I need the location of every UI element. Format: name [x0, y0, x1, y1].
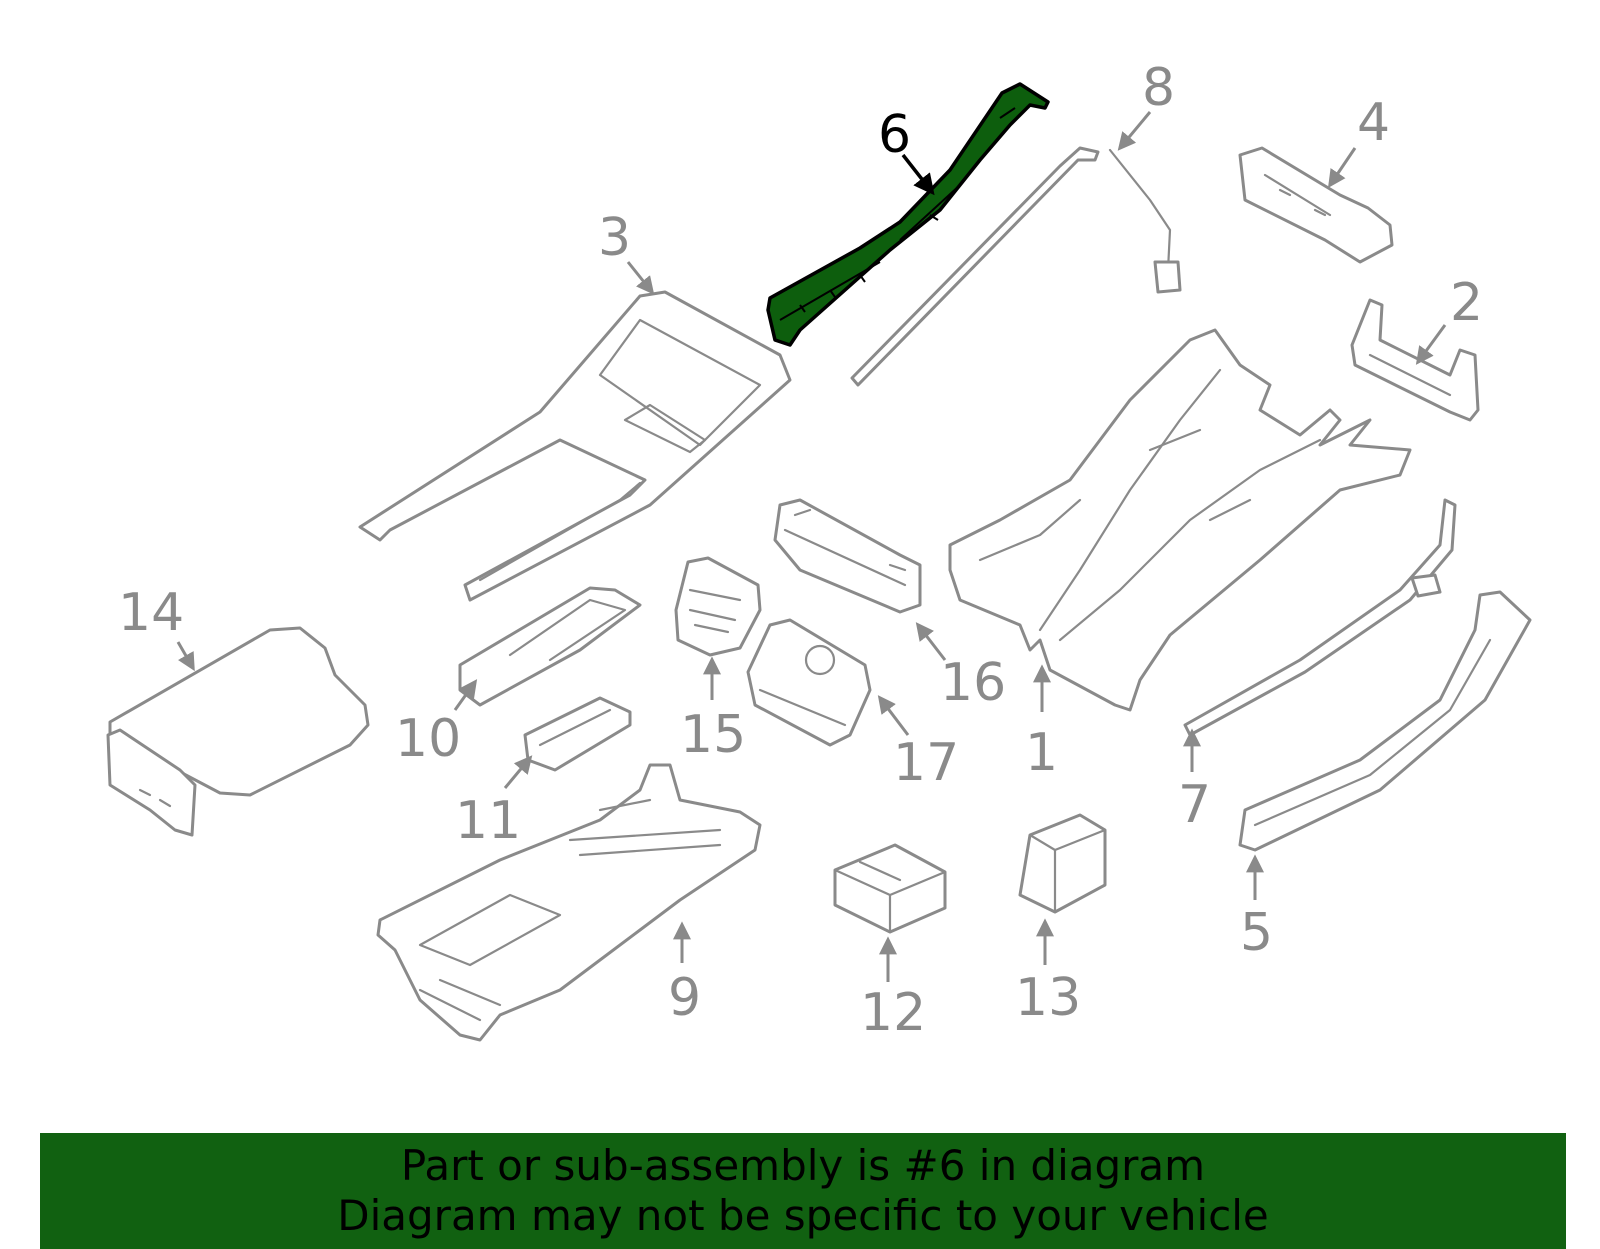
- callout-1: 1: [1025, 723, 1058, 783]
- banner-line-part: Part or sub-assembly is #6 in diagram: [400, 1141, 1206, 1190]
- part-9-storage-bin[interactable]: [376, 763, 762, 1042]
- part-10-tray-insert[interactable]: [458, 586, 642, 707]
- part-11-module[interactable]: [523, 696, 632, 772]
- part-17-control-module[interactable]: [746, 618, 872, 747]
- part-15-switch-panel[interactable]: [674, 556, 762, 657]
- callout-15: 15: [680, 705, 746, 765]
- leader-4: [1327, 147, 1357, 188]
- banner-line-disclaimer: Diagram may not be specific to your vehi…: [337, 1191, 1269, 1240]
- part-8-harness[interactable]: [850, 146, 1182, 387]
- part-3-console-trim[interactable]: [358, 290, 792, 602]
- parts-diagram: 6 3 8 4 2 14 10 11 15 16 17 1 7 5 9 12 1…: [106, 58, 1532, 1043]
- part-13-block-module[interactable]: [1018, 813, 1107, 914]
- callout-17: 17: [893, 733, 959, 793]
- part-6-trim-strip[interactable]: [766, 82, 1050, 347]
- callout-4: 4: [1357, 93, 1390, 153]
- callout-9: 9: [668, 968, 701, 1028]
- callout-16: 16: [940, 653, 1006, 713]
- part-5-side-rail[interactable]: [1238, 590, 1532, 852]
- callout-6: 6: [878, 105, 911, 165]
- part-7-trim-strip[interactable]: [1183, 498, 1457, 737]
- leader-10: [453, 679, 478, 711]
- callout-2: 2: [1450, 273, 1483, 333]
- part-2-bracket[interactable]: [1350, 298, 1480, 422]
- leader-11: [503, 755, 533, 789]
- callout-14: 14: [118, 583, 184, 643]
- callout-3: 3: [598, 208, 631, 268]
- leader-2: [1415, 324, 1447, 365]
- part-1-console-body[interactable]: [948, 328, 1412, 712]
- leader-17: [877, 695, 910, 736]
- leader-8: [1117, 111, 1152, 151]
- callout-7: 7: [1178, 775, 1211, 835]
- part-14-armrest[interactable]: [106, 626, 370, 837]
- leader-6: [901, 153, 935, 196]
- callout-13: 13: [1015, 968, 1081, 1028]
- leader-3: [626, 261, 655, 295]
- notice-banner: Part or sub-assembly is #6 in diagram Di…: [40, 1133, 1566, 1249]
- part-12-block-module[interactable]: [833, 843, 947, 934]
- callout-8: 8: [1142, 58, 1175, 118]
- callout-5: 5: [1240, 903, 1273, 963]
- callout-11: 11: [455, 791, 521, 851]
- callout-10: 10: [395, 709, 461, 769]
- part-16-control-module[interactable]: [773, 498, 922, 614]
- leader-16: [915, 622, 947, 661]
- leader-14: [176, 641, 195, 672]
- part-4-bracket[interactable]: [1238, 146, 1394, 264]
- callout-12: 12: [860, 983, 926, 1043]
